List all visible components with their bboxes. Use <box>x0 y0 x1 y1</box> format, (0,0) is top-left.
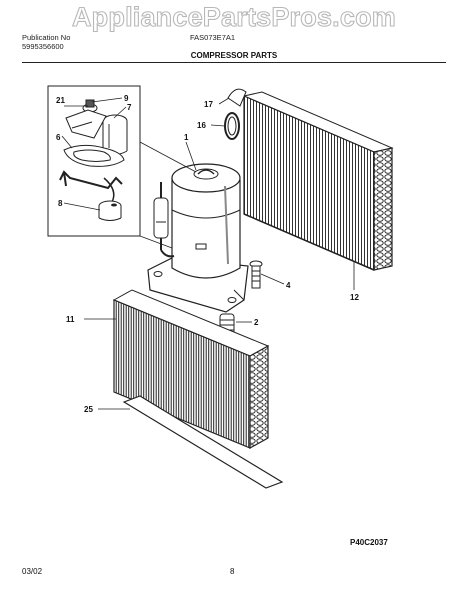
callout-16: 16 <box>197 121 206 130</box>
condenser-coil <box>242 91 394 271</box>
callout-11: 11 <box>66 315 75 324</box>
mounting-bolt <box>249 260 263 289</box>
callout-21: 21 <box>56 96 65 105</box>
callout-6: 6 <box>56 133 61 142</box>
evaporator-coil <box>112 289 270 450</box>
callout-7: 7 <box>127 103 132 112</box>
leader-lines <box>61 97 355 410</box>
filter-panel <box>122 395 284 489</box>
callout-9: 9 <box>124 94 129 103</box>
callout-17: 17 <box>204 100 213 109</box>
callout-2: 2 <box>254 318 259 327</box>
header-rule <box>22 62 446 63</box>
callout-8: 8 <box>58 199 63 208</box>
callout-4: 4 <box>286 281 291 290</box>
seal-parts <box>224 88 247 140</box>
terminal-cover-inset <box>47 85 141 237</box>
footer-date: 03/02 <box>22 567 43 576</box>
figure-code: P40C2037 <box>350 538 388 547</box>
publication-number: 5995356600 <box>22 42 64 51</box>
compressor <box>147 163 249 313</box>
callout-1: 1 <box>184 133 189 142</box>
model-number: FAS073E7A1 <box>190 33 236 42</box>
watermark: AppliancePartsPros.com <box>71 1 396 32</box>
callout-25: 25 <box>84 405 93 414</box>
publication-label: Publication No <box>22 33 71 42</box>
page-number: 8 <box>230 567 235 576</box>
page-title: COMPRESSOR PARTS <box>190 51 278 60</box>
callout-12: 12 <box>350 293 359 302</box>
